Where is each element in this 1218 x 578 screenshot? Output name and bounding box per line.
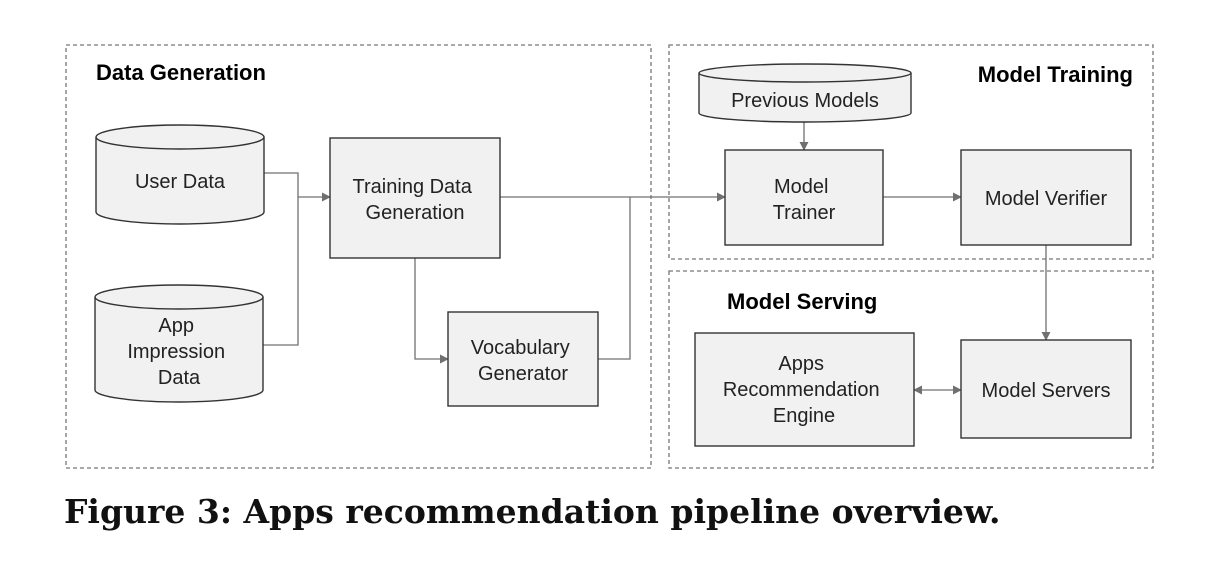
edge-user-data-to-merge bbox=[264, 172, 299, 197]
app-impression-data-label: App Impression Data bbox=[127, 315, 230, 389]
vocabulary-generator-label: Vocabulary Generator bbox=[471, 337, 576, 385]
user-data-node: User Data bbox=[95, 124, 265, 225]
vocabulary-generator-node: Vocabulary Generator bbox=[447, 311, 599, 407]
model-training-title: Model Training bbox=[978, 62, 1133, 87]
model-servers-node: Model Servers bbox=[960, 339, 1132, 439]
data-generation-title: Data Generation bbox=[96, 60, 266, 85]
model-verifier-label: Model Verifier bbox=[985, 188, 1108, 210]
apps-recommendation-engine-node: Apps Recommendation Engine bbox=[694, 332, 915, 447]
model-serving-group bbox=[668, 270, 1154, 469]
model-verifier-node: Model Verifier bbox=[960, 149, 1132, 246]
model-serving-title: Model Serving bbox=[727, 289, 877, 314]
figure-caption: Figure 3: Apps recommendation pipeline o… bbox=[64, 492, 1001, 531]
model-trainer-label: Model Trainer bbox=[773, 176, 836, 224]
previous-models-label: Previous Models bbox=[731, 90, 879, 112]
edge-app-impression-to-merge bbox=[263, 197, 299, 346]
pipeline-diagram: Data Generation Model Training Model Ser… bbox=[65, 44, 1154, 469]
user-data-label: User Data bbox=[135, 171, 226, 193]
edge-vocabulary-to-merge bbox=[598, 197, 631, 360]
apps-recommendation-engine-label: Apps Recommendation Engine bbox=[723, 353, 885, 427]
model-servers-label: Model Servers bbox=[982, 380, 1111, 402]
model-trainer-node: Model Trainer bbox=[724, 149, 884, 246]
edge-training-data-to-vocabulary bbox=[414, 258, 449, 364]
app-impression-data-node: App Impression Data bbox=[94, 284, 264, 403]
training-data-generation-label: Training Data Generation bbox=[353, 176, 478, 224]
training-data-generation-node: Training Data Generation bbox=[329, 137, 501, 259]
previous-models-node: Previous Models bbox=[698, 63, 912, 123]
connectors bbox=[263, 122, 1051, 395]
model-training-group bbox=[668, 44, 1154, 260]
